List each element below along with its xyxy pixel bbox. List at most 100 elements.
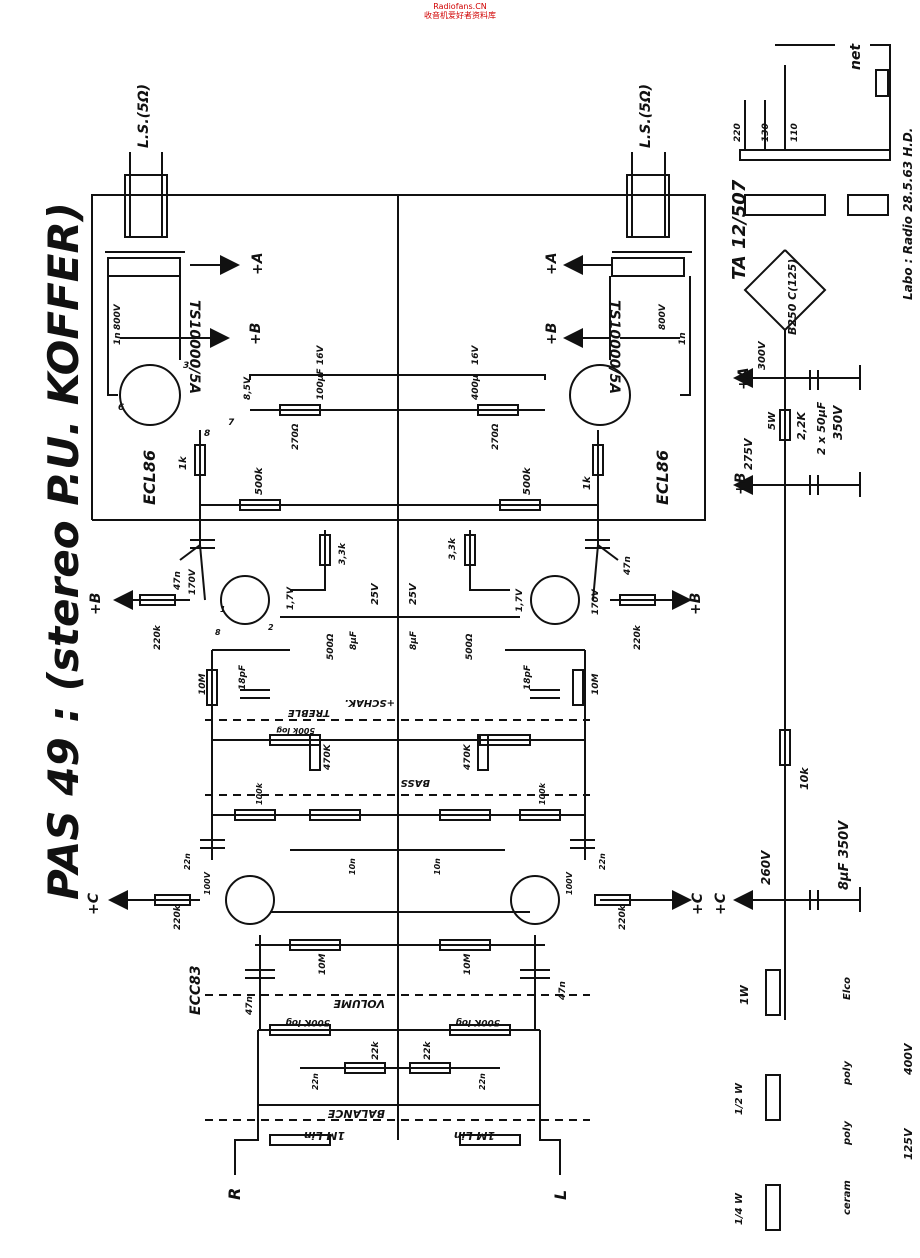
output-transformer-right: TS10000/5A [606, 300, 622, 394]
ld-pin8: 8 [215, 628, 221, 637]
watermark-line-1: Radiofans.CN [433, 2, 487, 11]
volume-pot-left: 500K log [285, 1017, 330, 1027]
tone-470k-left: 470K [323, 743, 333, 771]
input-r-label: R [225, 1188, 244, 1200]
vol-22k-left: 22k [371, 1040, 381, 1060]
rectifier-label: B250 C(125) [786, 259, 799, 335]
volume-label: VOLUME [333, 997, 385, 1010]
in-10m-right: 10M [463, 953, 473, 975]
tone-10n-left: 10n [348, 858, 357, 875]
treble-label: TREBLE [288, 707, 330, 718]
supply-5w: 5W [767, 411, 778, 430]
legend-ceram: ceram [842, 1180, 853, 1215]
supply-275v: 275V [742, 437, 755, 470]
right-out-1k: 1k [582, 475, 593, 490]
rd-170v: 170V [591, 588, 601, 615]
rail-b-driver-right: +B [688, 593, 704, 615]
tone-22n-left: 22n [183, 853, 192, 870]
rail-c-right: +C [690, 892, 706, 915]
right-out-400u: 400μ [471, 374, 481, 401]
tube-ecl86-left-symbol [119, 364, 181, 426]
rail-b-driver-left: +B [88, 593, 104, 615]
tube-ecc83-right-symbol [510, 875, 560, 925]
ld-500: 500Ω [326, 633, 336, 660]
rd-8uf: 8μF [409, 630, 419, 650]
tone-22n-right: 22n [598, 853, 607, 870]
legend-half-watt: 1/2 W [734, 1082, 745, 1115]
rd-220k: 220k [633, 624, 643, 650]
supply-8uf: 8μF 350V [837, 820, 852, 890]
ld-47n: 47n [173, 571, 183, 591]
in-220k-right: 220k [618, 904, 628, 930]
in-220k-left: 220k [173, 904, 183, 930]
rd-47n: 47n [623, 556, 633, 576]
vol-22k-right: 22k [423, 1040, 433, 1060]
tube-driver-right-symbol [530, 575, 580, 625]
tone-10m-left: 10M [198, 673, 208, 695]
rail-a-left: +A [250, 252, 266, 275]
site-watermark: Radiofans.CN 收音机爱好者资料库 [0, 2, 920, 20]
legend-400v: 400V [902, 1042, 915, 1076]
left-out-1n: 1n [113, 332, 123, 345]
ld-25v: 25V [370, 582, 381, 605]
ld-170v: 170V [188, 568, 198, 595]
tone-10n-right: 10n [433, 858, 442, 875]
tone-100v-right: 100V [565, 871, 574, 895]
in-47n-right: 47n [558, 981, 568, 1001]
rd-500: 500Ω [465, 633, 475, 660]
tone-18pf-right: 18pF [523, 664, 533, 690]
left-out-pin7: 7 [228, 418, 235, 428]
mains-label: net [848, 43, 864, 70]
speaker-right-label: L.S.(5Ω) [638, 84, 654, 148]
legend-quarter-watt: 1/4 W [734, 1192, 745, 1225]
left-out-pin6: 6 [118, 403, 124, 413]
component-shapes [119, 69, 891, 1231]
mains-tap-110: 110 [790, 123, 800, 142]
mains-tap-130: 130 [761, 123, 771, 142]
rd-17v: 1,7V [515, 588, 525, 612]
legend-elco: Elco [842, 977, 853, 1000]
rail-b-supply: +B [733, 473, 749, 495]
supply-10k: 10k [798, 767, 811, 790]
supply-300v: 300V [757, 340, 768, 370]
tone-470k-right: 470K [463, 743, 473, 771]
legend-poly-1: poly [842, 1121, 853, 1146]
left-out-270: 270Ω [291, 423, 301, 450]
mains-tap-220: 220 [733, 123, 743, 142]
tone-100k-right: 100k [538, 782, 547, 805]
credit-line: Labo : Radio 28.5.63 H.D. [901, 128, 915, 300]
rail-b-left: +B [248, 323, 264, 345]
left-out-pin3: 3 [183, 361, 189, 371]
in-47n-left: 47n [245, 996, 255, 1016]
legend-poly-2: poly [842, 1061, 853, 1086]
left-out-500k: 500k [254, 466, 265, 495]
wiring [91, 44, 891, 1175]
schematic-title: PAS 49 : (stereo P.U. KOFFER) [39, 202, 88, 900]
supply-350v: 350V [831, 404, 845, 440]
supply-2x50uf: 2 x 50μF [815, 401, 828, 455]
rail-c-left: +C [86, 892, 102, 915]
ld-pin2: 2 [268, 623, 274, 632]
rail-c-supply: +C [713, 892, 729, 915]
output-transformer-left: TS10000/5A [186, 300, 202, 394]
vol-22n-left: 22n [311, 1073, 320, 1090]
watermark-line-2: 收音机爱好者资料库 [424, 11, 496, 20]
tone-18pf-left: 18pF [238, 664, 248, 690]
supply-260v: 260V [759, 849, 773, 885]
switch-label: +SCHAK. [344, 697, 395, 708]
left-out-85v: 8,5V [243, 376, 253, 400]
balance-pot-left: 1M Lin [304, 1129, 345, 1142]
legend-one-watt: 1W [738, 984, 751, 1005]
ecc83-label: ECC83 [188, 965, 204, 1015]
left-out-16v: 16V [316, 344, 326, 365]
left-out-100uf: 100μF [316, 368, 326, 400]
rail-b-right: +B [544, 323, 560, 345]
tube-ecl86-right-symbol [569, 364, 631, 426]
input-l-label: L [551, 1190, 570, 1200]
rd-25v: 25V [408, 582, 419, 605]
rail-a-right: +A [544, 252, 560, 275]
left-out-pin8: 8 [204, 429, 210, 439]
tube-driver-left-symbol [220, 575, 270, 625]
ld-8uf: 8μF [349, 630, 359, 650]
